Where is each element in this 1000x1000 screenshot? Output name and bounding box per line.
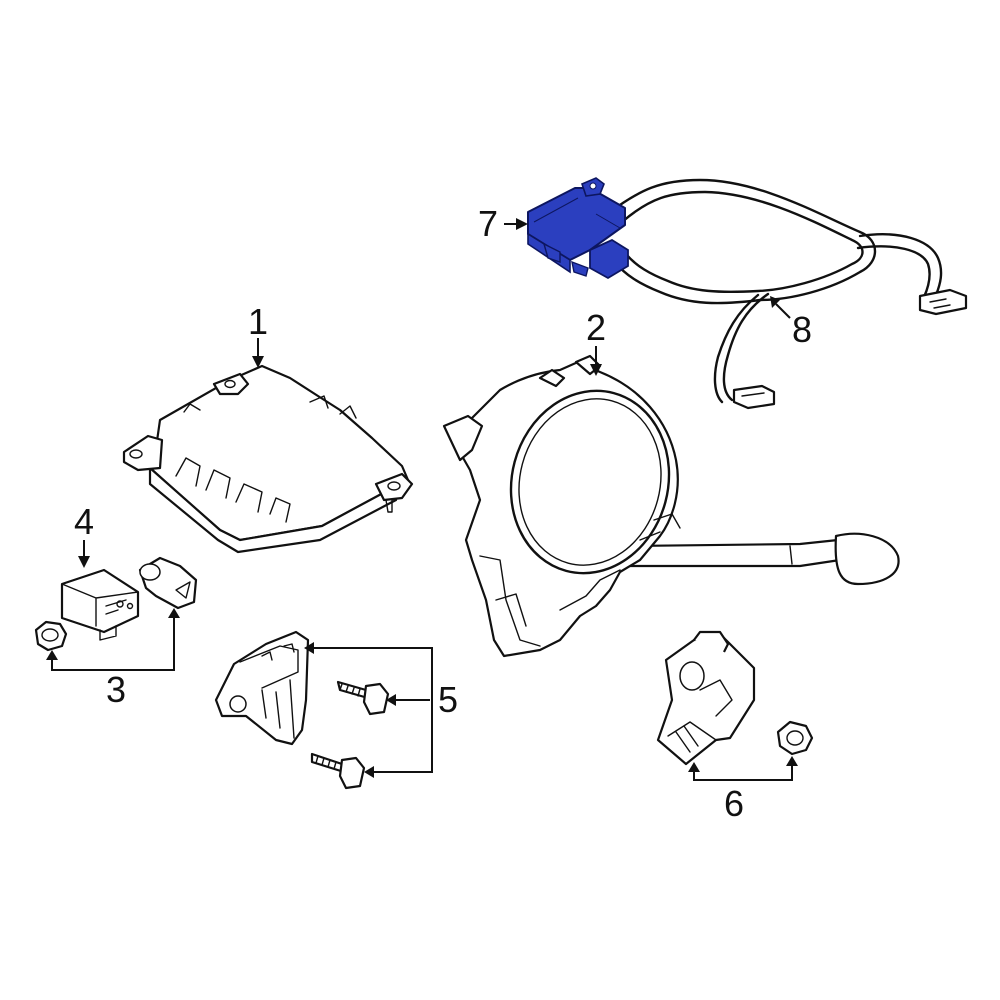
bolt-upper-part-5[interactable]: [336, 680, 390, 716]
leader-lines: [46, 218, 798, 781]
callout-8: 8: [792, 309, 812, 350]
wire-harness-part-8[interactable]: [608, 178, 968, 410]
airbag-module-part-1[interactable]: [122, 364, 414, 554]
callout-3: 3: [106, 669, 126, 710]
nut-part-6[interactable]: [776, 720, 814, 756]
impact-sensor-part-3[interactable]: [138, 556, 198, 610]
bolt-lower-part-5[interactable]: [310, 752, 366, 790]
nut-part-3[interactable]: [34, 620, 68, 652]
callout-1: 1: [248, 301, 268, 342]
callout-labels: 1 2 3 4 5 6 7 8: [74, 203, 812, 824]
sensor-part-6[interactable]: [656, 630, 756, 766]
sensor-bracket-part-4[interactable]: [60, 568, 140, 641]
callout-2: 2: [586, 307, 606, 348]
callout-5: 5: [438, 679, 458, 720]
callout-7: 7: [478, 203, 498, 244]
control-module-part-7[interactable]: [527, 177, 629, 280]
callout-4: 4: [74, 501, 94, 542]
clock-spring-part-2[interactable]: [442, 354, 900, 658]
sensor-part-5[interactable]: [214, 630, 310, 746]
callout-6: 6: [724, 783, 744, 824]
